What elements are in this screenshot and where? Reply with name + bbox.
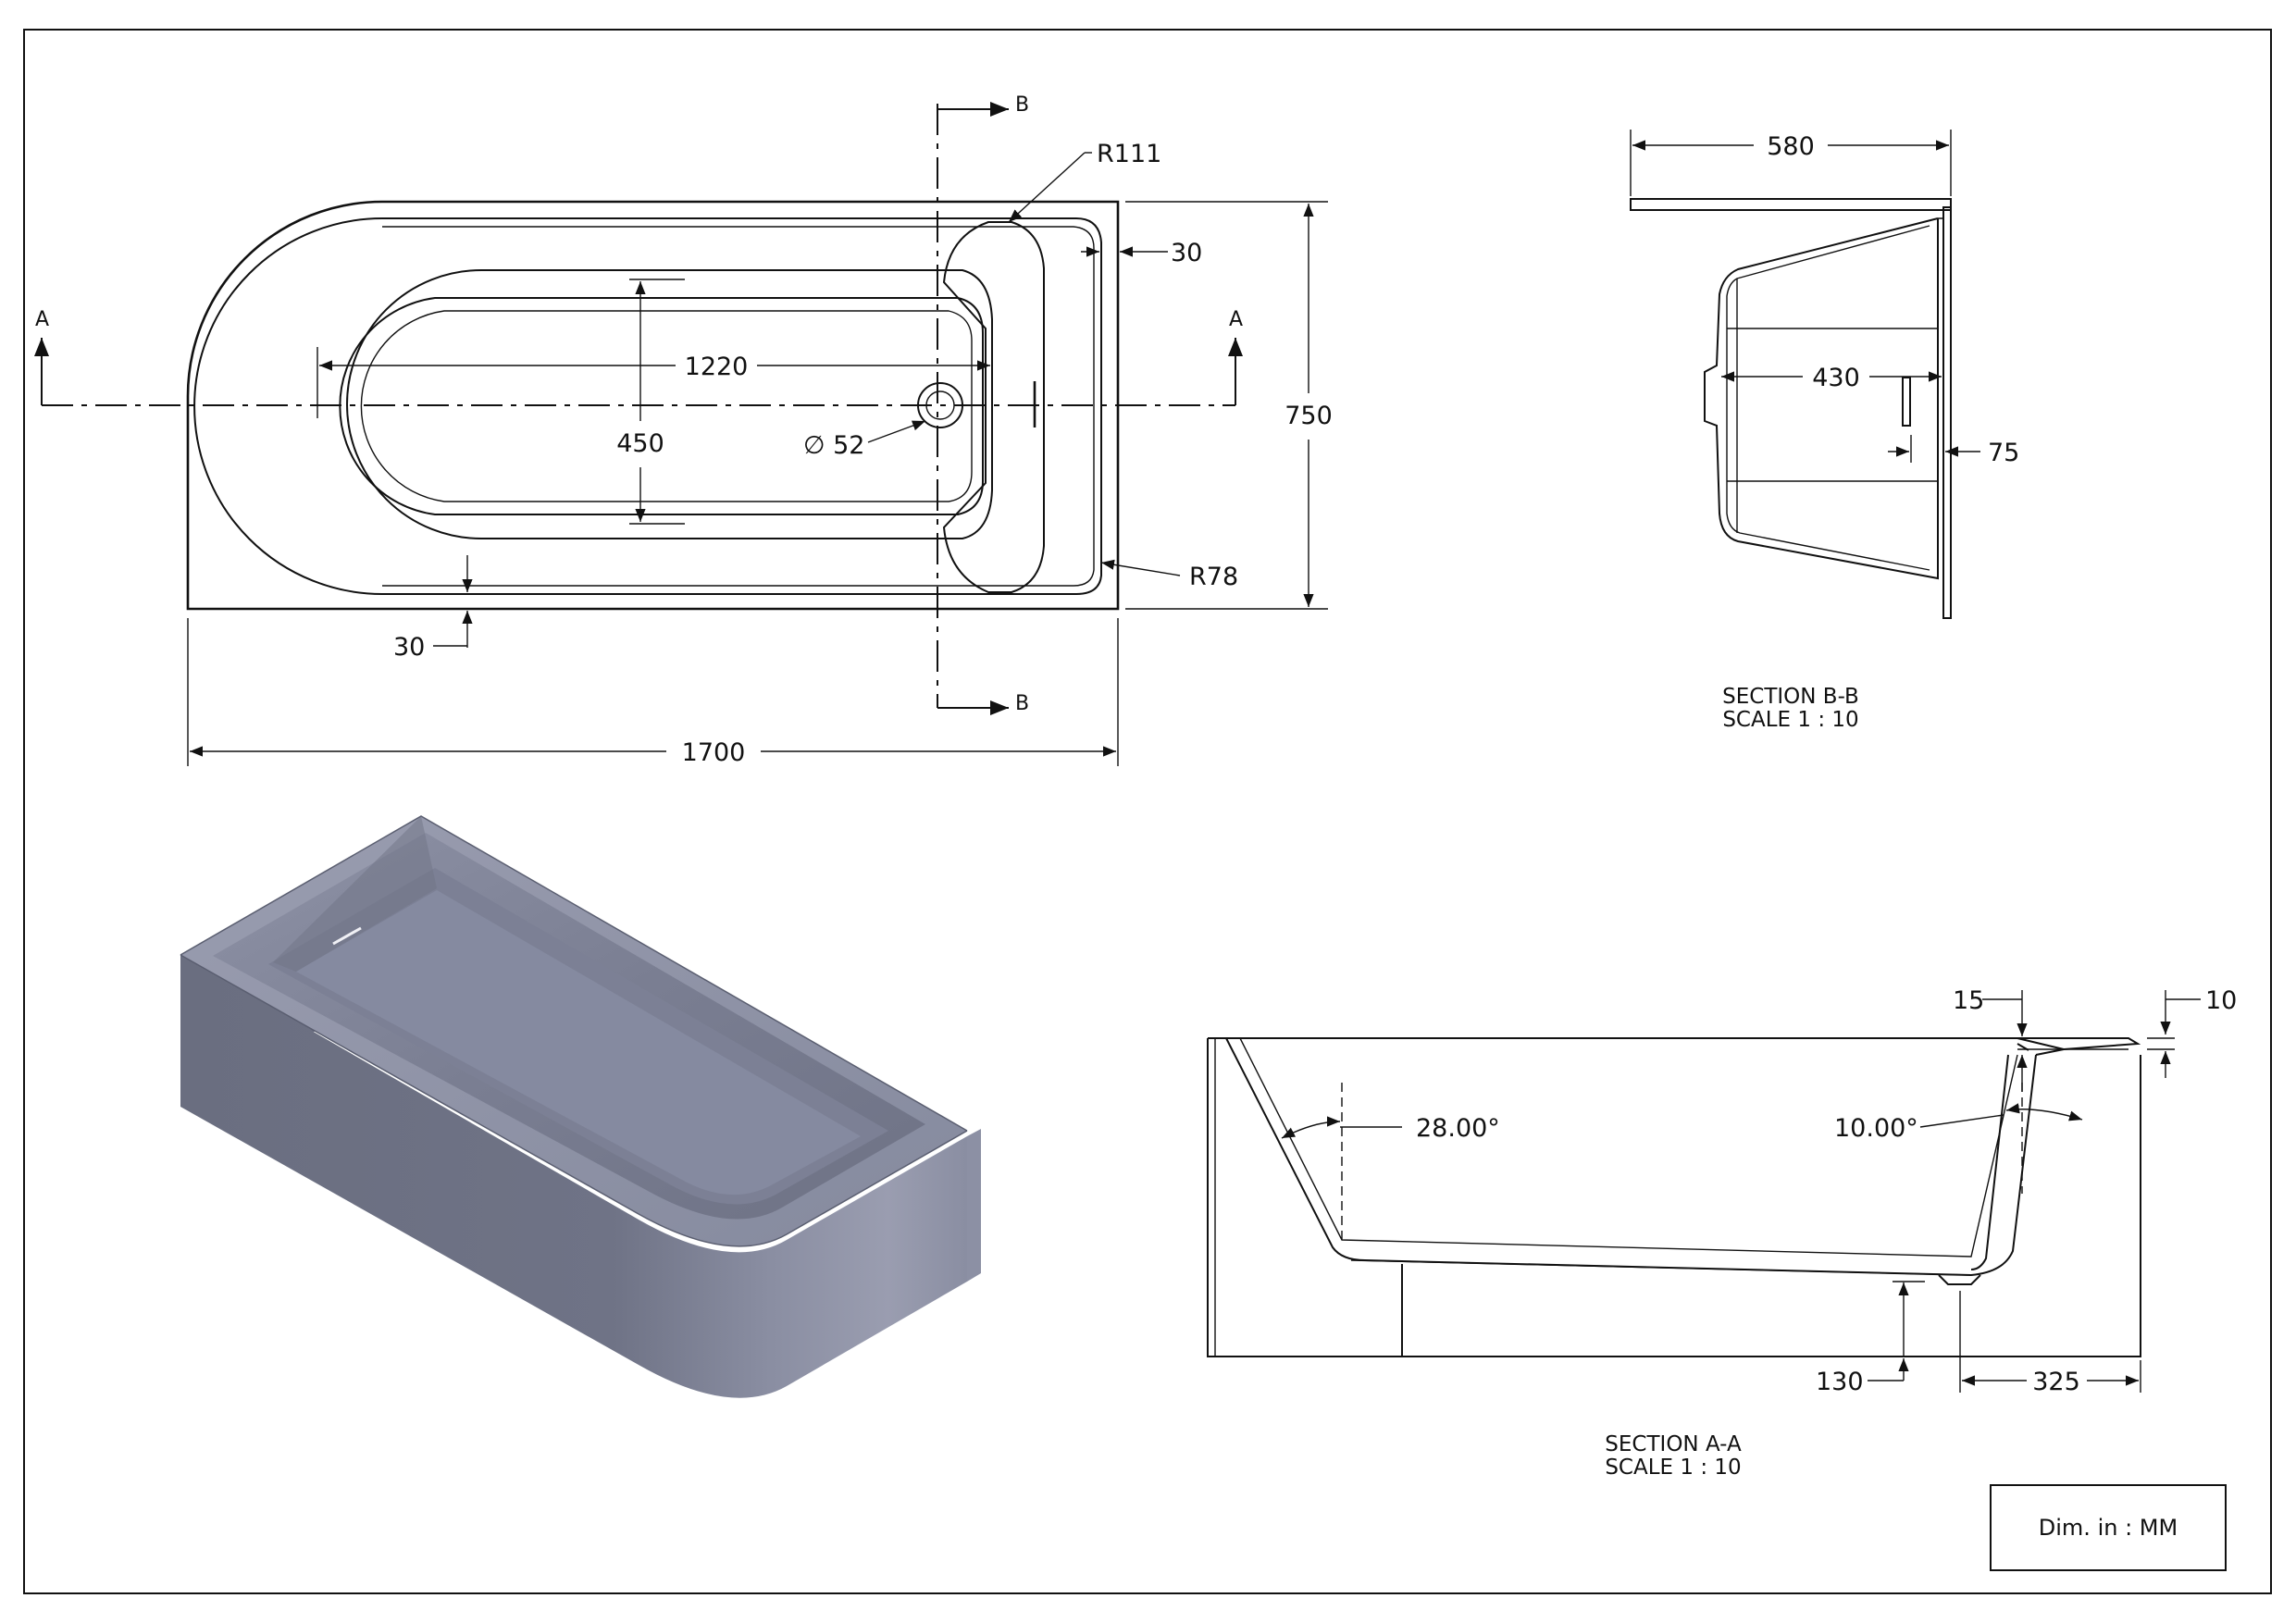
bb-scale: SCALE 1 : 10 (1722, 708, 1858, 732)
plan-basin-outer (346, 269, 993, 539)
plan-headrest (942, 221, 1045, 593)
dim-length: 1700 (682, 738, 746, 767)
bb-basin-profile (1704, 217, 1939, 580)
aa-dim-waste-height: 130 (1816, 1368, 1864, 1396)
aa-title: SECTION A-A (1605, 1432, 1742, 1456)
plan-outline (186, 200, 1120, 611)
units-box: Dim. in : MM (1990, 1484, 2227, 1571)
dim-rim-front: 30 (393, 633, 425, 662)
cut-label-b-top: B (1015, 93, 1029, 117)
bb-title: SECTION B-B (1722, 685, 1859, 709)
sheet-border (23, 29, 2272, 1594)
dim-radius-head: R111 (1097, 140, 1161, 168)
aa-dim-rim-top: 15 (1953, 986, 1984, 1015)
aa-dim-rim-edge: 10 (2205, 986, 2237, 1015)
dim-radius-corner: R78 (1189, 563, 1238, 591)
aa-angle-right: 10.00° (1834, 1114, 1918, 1143)
bb-dim-offset: 75 (1988, 439, 2019, 467)
plan-rim-line (193, 217, 1102, 595)
cut-label-a-right: A (1229, 308, 1243, 331)
dim-inner-length: 1220 (685, 353, 749, 381)
bb-dim-inner: 430 (1812, 364, 1860, 392)
aa-angle-left: 28.00° (1416, 1114, 1500, 1143)
plan-basin-floor (339, 297, 984, 515)
units-label: Dim. in : MM (2038, 1515, 2178, 1541)
aa-dim-waste-offset: 325 (2032, 1368, 2080, 1396)
iso-view (180, 815, 981, 1398)
dim-rim-side: 30 (1171, 239, 1202, 267)
aa-scale: SCALE 1 : 10 (1605, 1456, 1741, 1480)
iso-front-face (180, 955, 967, 1398)
plan-view: A A B B 1700 750 1220 450 ∅ 52 (34, 93, 1333, 767)
section-aa: 28.00° 10.00° 15 10 130 325 SECTION A-A … (1207, 986, 2237, 1480)
cut-label-b-bottom: B (1015, 692, 1029, 715)
dim-width: 750 (1285, 402, 1333, 430)
cut-label-a-left: A (35, 308, 49, 331)
section-bb: 580 430 75 SECTION B-B SCALE 1 : 10 (1630, 130, 2019, 732)
dim-inner-width: 450 (616, 429, 664, 458)
dim-waste-diameter: ∅ 52 (803, 431, 864, 460)
bb-dim-width: 580 (1767, 132, 1815, 161)
